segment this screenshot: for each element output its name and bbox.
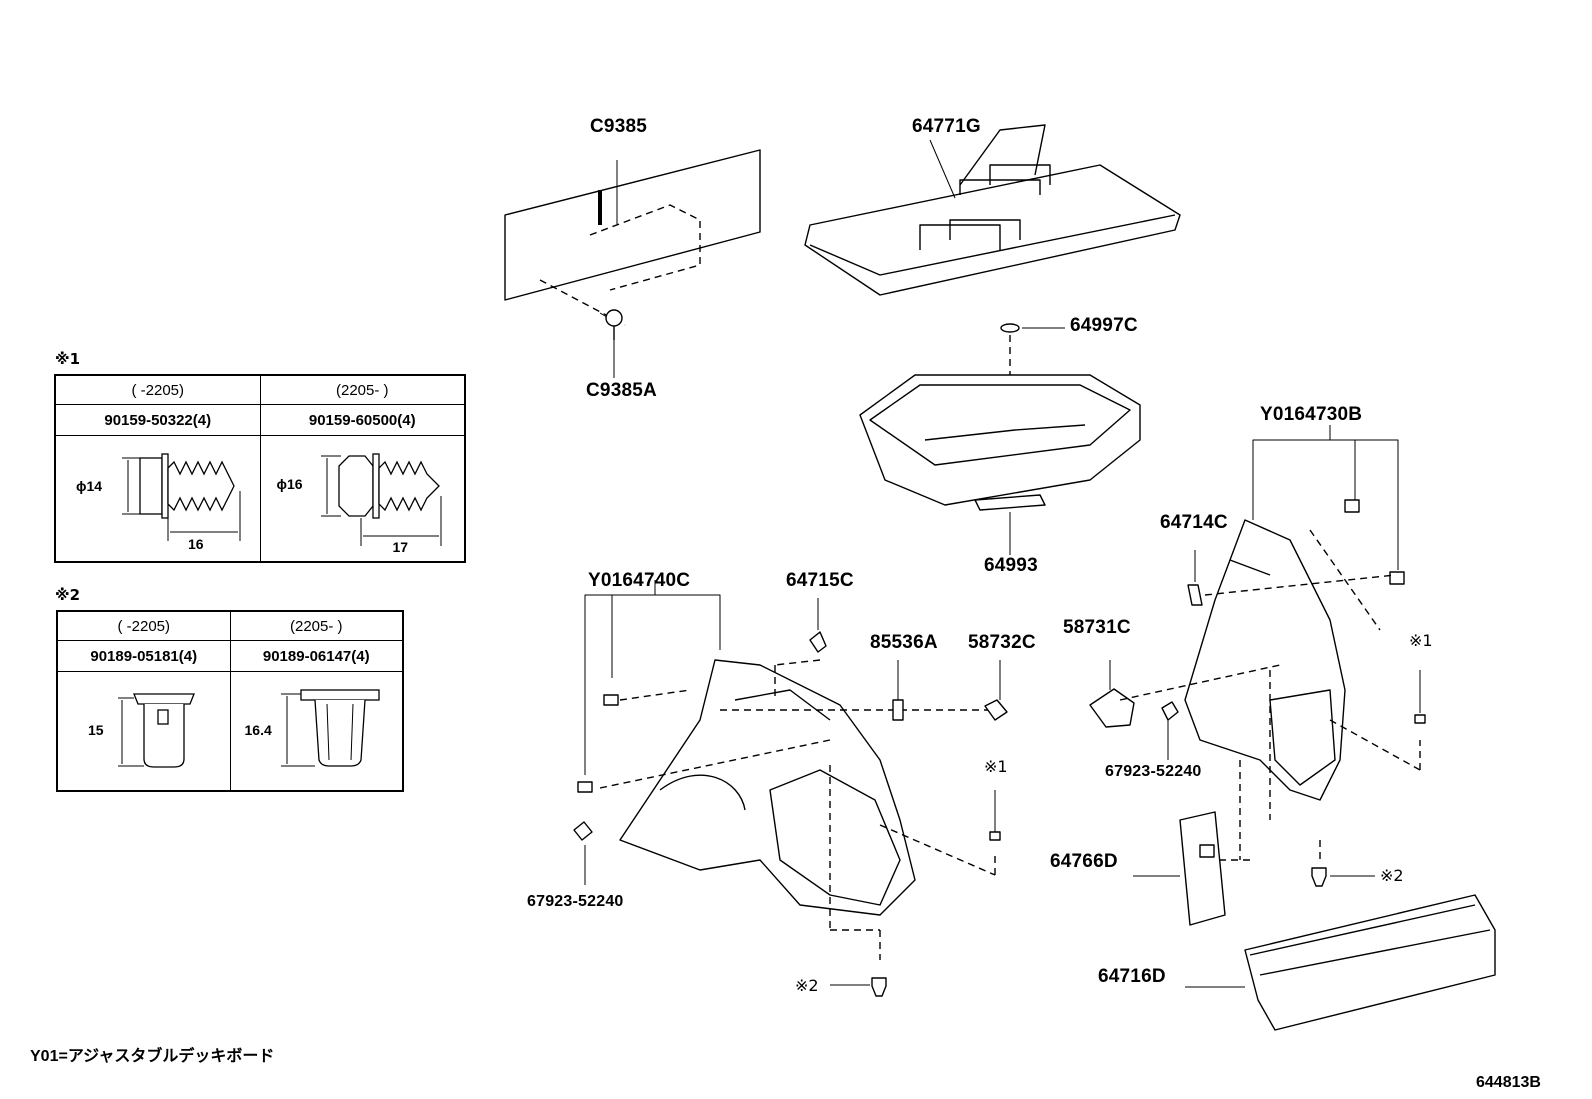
64716d-scuff-plate[interactable] [1185,894,1496,1031]
table2-note: ※2 [55,586,81,604]
left-screw[interactable] [989,790,1001,841]
table2-clip-spec: ( -2205) (2205- ) 90189-05181(4) 90189-0… [56,610,404,792]
58731c-cover[interactable] [1089,660,1135,728]
table1-length-b: 17 [392,539,409,555]
left-clips[interactable] [573,694,619,885]
table1-screw-b-cell: ϕ16 17 [259,435,466,563]
58732c-clip[interactable] [984,660,1008,721]
table2-range-a: ( -2205) [56,610,231,641]
label-y0164740c[interactable]: Y0164740C [588,570,691,591]
table1-screw-a-cell: ϕ14 16 [54,435,261,563]
label-58731c[interactable]: 58731C [1063,617,1131,638]
c9385-board[interactable] [504,149,761,326]
table1-note: ※1 [55,350,81,368]
right-bottom-clip[interactable] [1311,867,1375,887]
table2-part-b[interactable]: 90189-06147(4) [229,640,404,672]
right-screw[interactable] [1414,670,1426,724]
y0164740c-leader [584,580,721,775]
label-64771g[interactable]: 64771G [912,116,981,137]
y0164730b-leader [1252,425,1399,570]
label-64714c[interactable]: 64714C [1160,512,1228,533]
64766d-service-hole-cover[interactable] [1133,811,1226,926]
table2-range-b: (2205- ) [229,610,404,641]
label-58732c[interactable]: 58732C [968,632,1036,653]
85536a-clip[interactable] [892,660,904,721]
right-clips[interactable] [1344,499,1405,585]
ref-mark-2-right[interactable]: ※2 [1380,866,1404,885]
table2-length-b: 16.4 [244,722,272,738]
clip-b-icon [280,689,380,767]
label-64997c[interactable]: 64997C [1070,315,1138,336]
table1-length-a: 16 [188,536,204,552]
table2-length-a: 15 [88,722,104,738]
64993-luggage-tray[interactable] [859,374,1141,555]
table1-part-b[interactable]: 90159-60500(4) [259,404,466,436]
table2-part-a[interactable]: 90189-05181(4) [56,640,231,672]
table1-diameter-a: ϕ14 [76,478,103,494]
right-dashes [1119,529,1421,861]
table1-screw-spec: ( -2205) (2205- ) 90159-50322(4) 90159-6… [54,374,466,563]
table2-clip-b-cell: 16.4 [229,671,404,792]
screw-a-icon [122,453,241,541]
left-dashes [599,659,996,960]
label-c9385[interactable]: C9385 [590,116,647,137]
label-64715c[interactable]: 64715C [786,570,854,591]
legend-y01: Y01=アジャスタブルデッキボード [30,1048,275,1065]
left-bottom-clip[interactable] [830,977,887,997]
64715c-clip[interactable] [809,598,827,653]
screw-b-icon [320,453,441,546]
y0164740c-quarter-trim-left[interactable] [619,659,916,916]
diagram-code: 644813B [1476,1074,1541,1091]
label-67923-right[interactable]: 67923-52240 [1105,763,1202,780]
clip-a-icon [118,693,195,768]
label-64716d[interactable]: 64716D [1098,966,1166,987]
ref-mark-1-right[interactable]: ※1 [1409,631,1433,650]
table1-range-a: ( -2205) [54,374,261,405]
y0164730b-quarter-trim-right[interactable] [1184,519,1346,801]
label-c9385a[interactable]: C9385A [586,380,657,401]
c9385a-clip[interactable] [605,309,623,378]
label-64993[interactable]: 64993 [984,555,1038,576]
ref-mark-1-center[interactable]: ※1 [984,757,1008,776]
label-64766d[interactable]: 64766D [1050,851,1118,872]
label-67923-left[interactable]: 67923-52240 [527,893,624,910]
ref-mark-2-center[interactable]: ※2 [795,976,819,995]
label-85536a[interactable]: 85536A [870,632,938,653]
64771g-deck-board[interactable] [804,124,1181,296]
table1-part-a[interactable]: 90159-50322(4) [54,404,261,436]
table1-diameter-b: ϕ16 [276,476,303,492]
table2-clip-a-cell: 15 [56,671,231,792]
right-67923-clip[interactable] [1161,701,1179,760]
64714c-clip[interactable] [1187,550,1203,606]
table1-range-b: (2205- ) [259,374,466,405]
label-y0164730b[interactable]: Y0164730B [1260,404,1363,425]
